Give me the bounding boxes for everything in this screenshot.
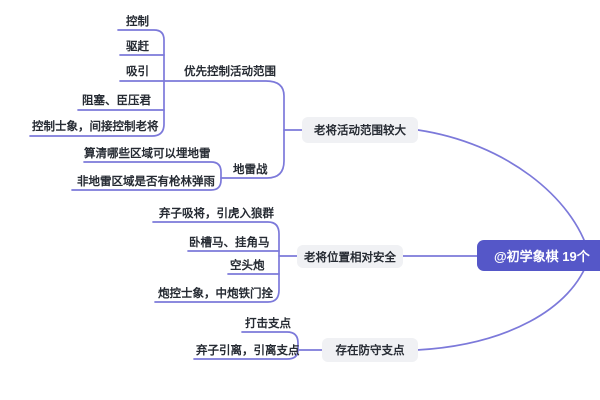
leaf-node-lure-pivot[interactable]: 弃子引离，引离支点 xyxy=(196,345,300,357)
branch-node-general-range[interactable]: 老将活动范围较大 xyxy=(302,117,418,143)
leaf-node-mine-areas[interactable]: 算清哪些区域可以埋地雷 xyxy=(84,148,211,160)
branch-node-general-safe[interactable]: 老将位置相对安全 xyxy=(297,245,403,268)
arc-root-branch1 xyxy=(417,129,590,255)
leaf-node-control-advisors[interactable]: 控制士象，间接控制老将 xyxy=(32,121,159,133)
leaf-node-strike-pivot[interactable]: 打击支点 xyxy=(245,318,291,330)
bracket-group1-outline xyxy=(29,29,165,137)
bracket-group3-outline xyxy=(193,331,299,360)
leaf-node-cannon-control[interactable]: 炮控士象，中炮铁门拴 xyxy=(158,288,273,300)
leaf-node-empty-cannon[interactable]: 空头炮 xyxy=(230,260,265,272)
leaf-node-drive-away[interactable]: 驱赶 xyxy=(126,41,149,53)
bracket-group2-outline xyxy=(152,221,280,303)
leaf-node-block[interactable]: 阻塞、臣压君 xyxy=(82,95,151,107)
root-node-label: @初学象棋 19个 xyxy=(494,249,590,264)
leaf-node-control[interactable]: 控制 xyxy=(126,16,149,28)
leaf-node-nonmine-areas[interactable]: 非地雷区域是否有枪林弹雨 xyxy=(77,176,215,188)
leaf-node-horse-checks[interactable]: 卧槽马、挂角马 xyxy=(189,237,270,249)
connector-group xyxy=(29,29,590,360)
sub-branch-control-range[interactable]: 优先控制活动范围 xyxy=(184,66,276,78)
branch-node-defense-pivot[interactable]: 存在防守支点 xyxy=(322,338,418,362)
spine-branch1 xyxy=(119,80,285,179)
leaf-node-attract[interactable]: 吸引 xyxy=(126,66,149,78)
sub-branch-mine-war[interactable]: 地雷战 xyxy=(233,164,268,176)
leaf-node-sacrifice-lure[interactable]: 弃子吸将，引虎入狼群 xyxy=(159,208,274,220)
root-node[interactable]: @初学象棋 19个 xyxy=(477,240,600,271)
arc-root-branch3 xyxy=(416,257,590,351)
bracket-mines xyxy=(71,161,222,191)
